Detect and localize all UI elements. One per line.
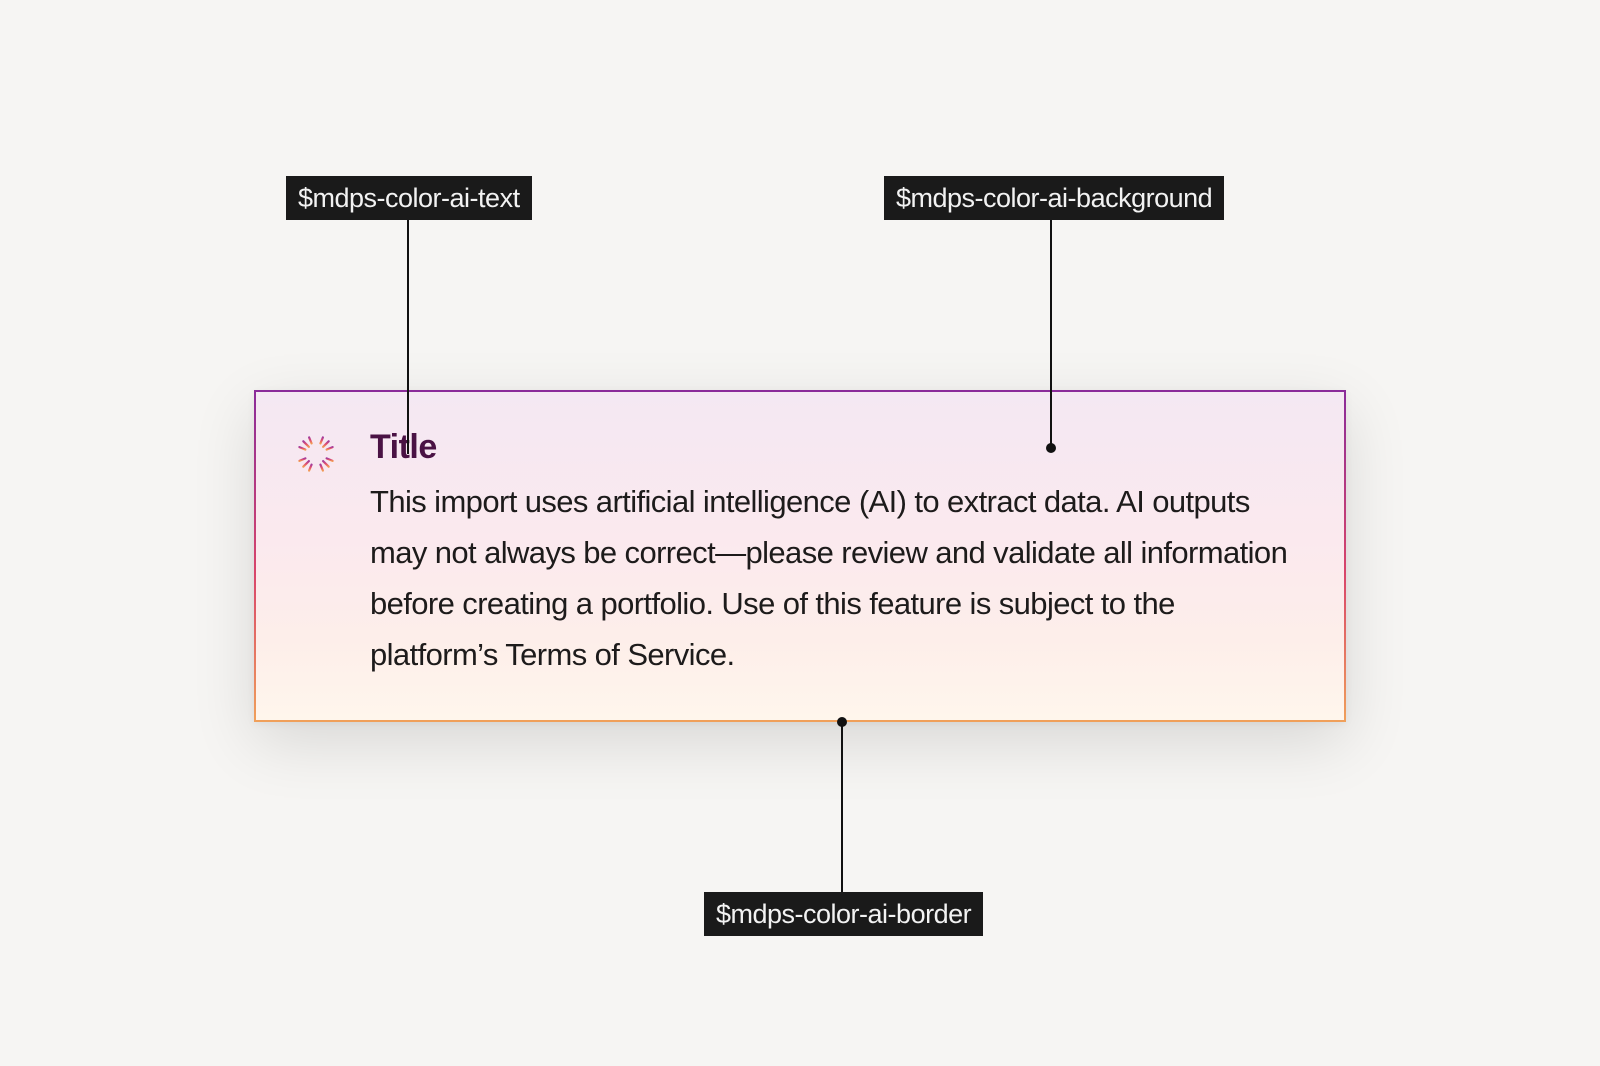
ai-border-leader-line bbox=[841, 722, 843, 892]
ai-notice-body: This import uses artificial intelligence… bbox=[370, 484, 1288, 672]
ai-text-leader-line bbox=[407, 220, 409, 454]
ai-notice-card: Title This import uses artificial intell… bbox=[254, 390, 1346, 722]
ai-sparkle-icon bbox=[296, 434, 336, 474]
ai-text-token-label: $mdps-color-ai-text bbox=[286, 176, 532, 220]
ai-notice-title: Title bbox=[370, 428, 437, 466]
ai-border-leader-dot bbox=[837, 717, 847, 727]
ai-border-token-label: $mdps-color-ai-border bbox=[704, 892, 984, 936]
ai-background-leader-dot bbox=[1046, 443, 1056, 453]
ai-background-token-label: $mdps-color-ai-background bbox=[884, 176, 1225, 220]
ai-background-leader-line bbox=[1050, 220, 1052, 448]
